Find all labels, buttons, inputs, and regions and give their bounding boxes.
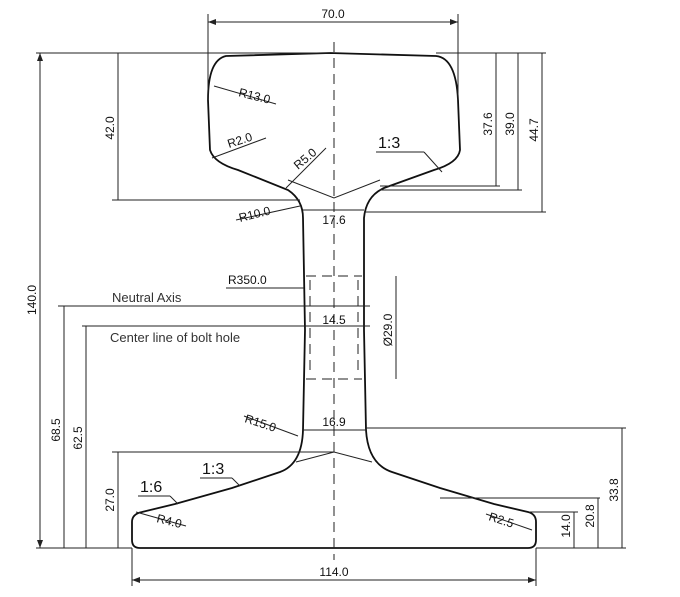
leader	[243, 415, 299, 437]
dim-20-8: 20.8	[583, 504, 597, 528]
dim-r350: R350.0	[228, 273, 267, 287]
leader	[213, 85, 277, 105]
leader	[285, 147, 327, 189]
leader	[485, 513, 533, 531]
ratio-foot-upper: 1:3	[202, 461, 224, 478]
dim-web-bottom: 16.9	[322, 415, 346, 429]
dim-44-7: 44.7	[527, 118, 541, 142]
head-slope-ref	[287, 179, 381, 199]
dim-39-0: 39.0	[503, 112, 517, 136]
dim-14-0: 14.0	[559, 514, 573, 538]
dim-base-width: 114.0	[319, 565, 348, 579]
dim-web-mid: 14.5	[322, 313, 346, 327]
dim-r25: R2.5	[487, 510, 516, 531]
leader	[423, 151, 443, 173]
ratio-foot-lower: 1:6	[140, 479, 162, 496]
dim-head-width: 70.0	[321, 7, 345, 21]
leader	[211, 137, 267, 159]
bolt-center-label: Center line of bolt hole	[110, 330, 240, 345]
dim-33-8: 33.8	[607, 478, 621, 502]
ratio-head: 1:3	[378, 135, 400, 152]
dim-head-height: 42.0	[103, 116, 117, 140]
neutral-axis-label: Neutral Axis	[112, 290, 182, 305]
dim-r4: R4.0	[155, 511, 183, 531]
dim-r13: R13.0	[237, 85, 272, 106]
dim-r10: R10.0	[237, 204, 272, 225]
leader	[235, 205, 301, 221]
arrowheads	[37, 19, 536, 583]
dim-27-0: 27.0	[103, 488, 117, 512]
dim-web-top: 17.6	[322, 213, 346, 227]
leader	[135, 511, 187, 527]
dim-37-6: 37.6	[481, 112, 495, 136]
dim-total-height: 140.0	[25, 285, 39, 315]
leader	[231, 477, 241, 487]
leader	[169, 495, 179, 505]
dim-hole-dia: Ø29.0	[381, 313, 395, 346]
dim-68-5: 68.5	[49, 418, 63, 442]
dim-62-5: 62.5	[71, 426, 85, 450]
dim-r15: R15.0	[243, 412, 278, 435]
